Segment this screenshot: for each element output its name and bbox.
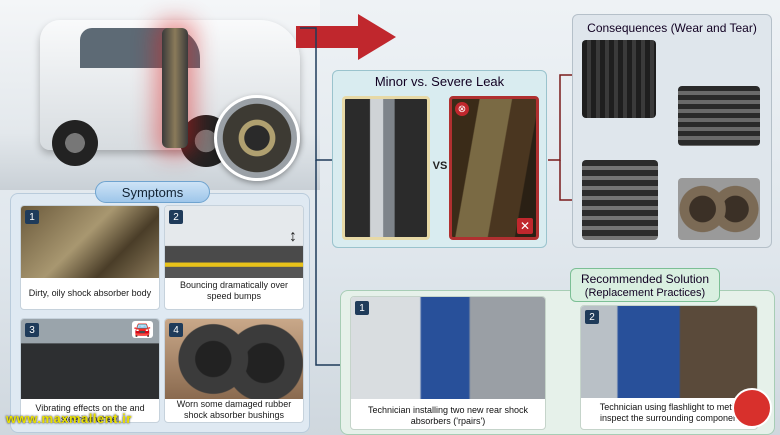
symptom-caption: Worn some damaged rubber shock absorber … <box>176 399 292 420</box>
severe-leak-image: ⊗ ✕ <box>449 96 539 240</box>
symptom-number: 4 <box>169 323 183 337</box>
solution-subtitle: (Replacement Practices) <box>584 287 706 299</box>
vs-label: VS <box>432 160 448 172</box>
symptom-card-1: 1 Dirty, oily shock absorber body <box>20 205 160 310</box>
worn-bushings-image <box>165 319 303 399</box>
big-red-arrow-icon <box>296 14 396 60</box>
worn-tire-image <box>582 40 656 118</box>
logo-badge-icon <box>732 388 772 428</box>
leaking-shock-absorber <box>162 28 188 148</box>
bouncing-car-image <box>165 206 303 278</box>
symptom-card-3: 🚘 3 Vibrating effects on the and steerin… <box>20 318 160 423</box>
cracked-mounts-image <box>678 178 760 240</box>
solution-step-1: 1 Technician installing two new rear sho… <box>350 296 546 430</box>
symptom-caption: Vibrating effects on the and steering wh… <box>35 403 145 423</box>
step-caption: Technician using flashlight to metic ins… <box>599 402 739 423</box>
technician-inspecting-image <box>581 306 757 398</box>
step-number: 2 <box>585 310 599 324</box>
symptom-number: 3 <box>25 323 39 337</box>
car-scene-image <box>0 0 320 190</box>
step-number: 1 <box>355 301 369 315</box>
step-caption: Technician installing two new rear shock… <box>367 405 529 426</box>
symptom-caption: Dirty, oily shock absorber body <box>28 288 152 298</box>
car-vibration-icon: 🚘 <box>131 321 153 338</box>
up-down-arrow-icon: ↕ <box>289 228 297 245</box>
leak-comparison-title: Minor vs. Severe Leak <box>374 74 505 89</box>
front-wheel <box>52 120 98 166</box>
consequences-title: Consequences (Wear and Tear) <box>587 21 757 35</box>
solution-title: Recommended Solution <box>580 272 710 286</box>
shock-seal-zoom-circle <box>214 95 300 181</box>
symptoms-title: Symptoms <box>95 181 210 203</box>
watermark-text: www.maxmallent.ir <box>6 411 132 426</box>
damaged-spring-image <box>678 86 760 146</box>
minor-leak-image <box>342 96 430 240</box>
symptom-caption: Bouncing dramatically over speed bumps <box>179 280 289 301</box>
technician-installing-image <box>351 297 545 399</box>
symptom-card-2: ↕ 2 Bouncing dramatically over speed bum… <box>164 205 304 310</box>
warning-circle-icon: ⊗ <box>455 102 469 116</box>
suspension-coil-image <box>582 160 658 240</box>
solution-step-2: 2 Technician using flashlight to metic i… <box>580 305 758 430</box>
x-mark-icon: ✕ <box>517 218 533 234</box>
solution-title-box <box>570 268 720 302</box>
symptom-number: 2 <box>169 210 183 224</box>
symptom-card-4: 4 Worn some damaged rubber shock absorbe… <box>164 318 304 423</box>
dirty-shock-image <box>21 206 159 278</box>
symptom-number: 1 <box>25 210 39 224</box>
